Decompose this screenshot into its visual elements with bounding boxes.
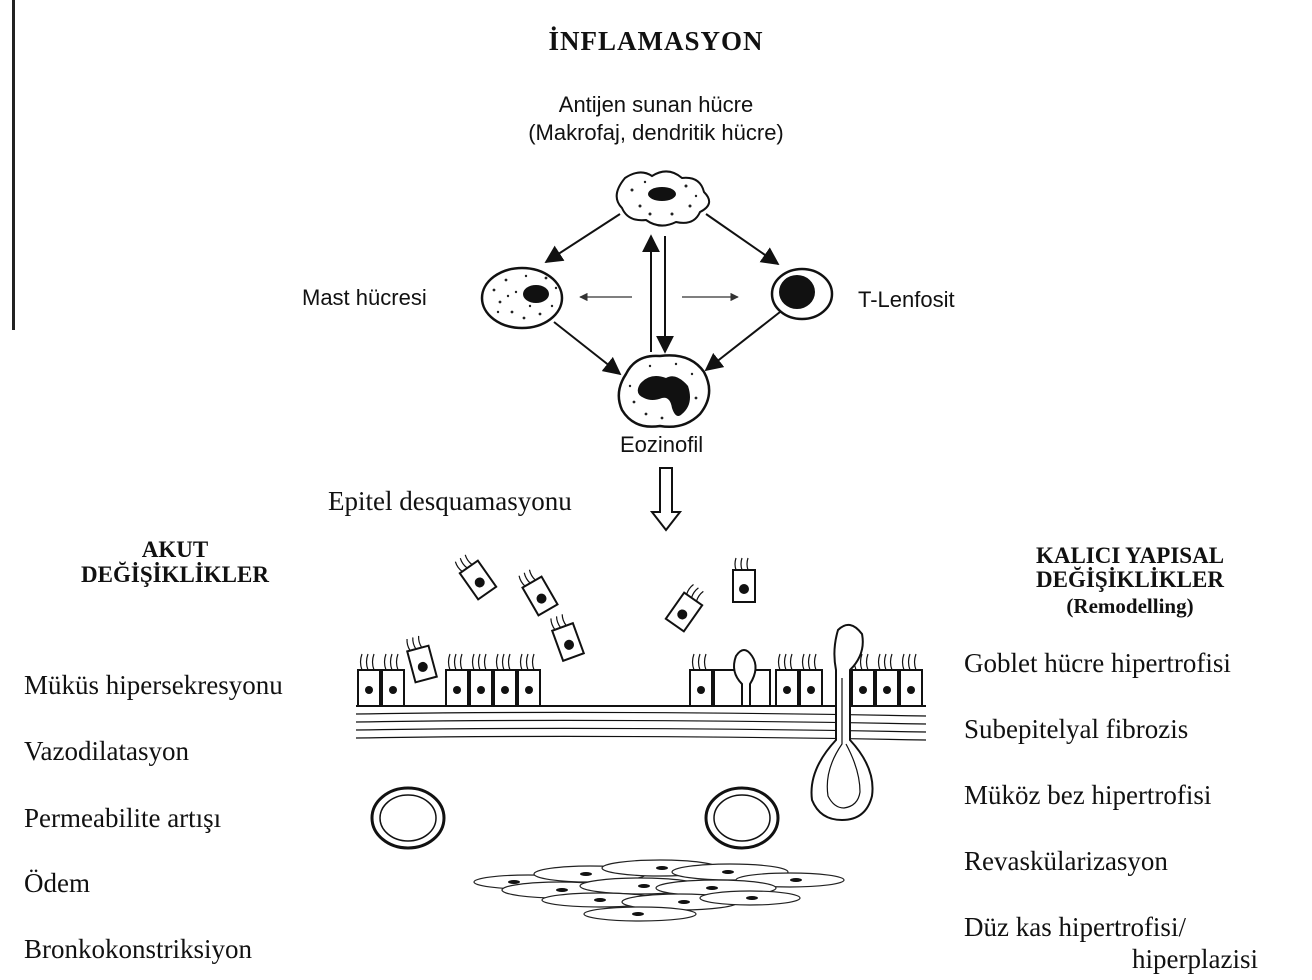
eosinophil-cell <box>619 355 709 426</box>
antigen-presenting-cell <box>617 171 709 225</box>
cilia <box>361 654 917 670</box>
t-lymphocyte <box>772 269 832 319</box>
mast-cell <box>482 268 562 328</box>
blood-vessels <box>372 788 778 848</box>
cell-interaction-arrows <box>546 214 780 374</box>
desquamated-cells <box>404 551 755 683</box>
hollow-down-arrow <box>652 468 680 530</box>
